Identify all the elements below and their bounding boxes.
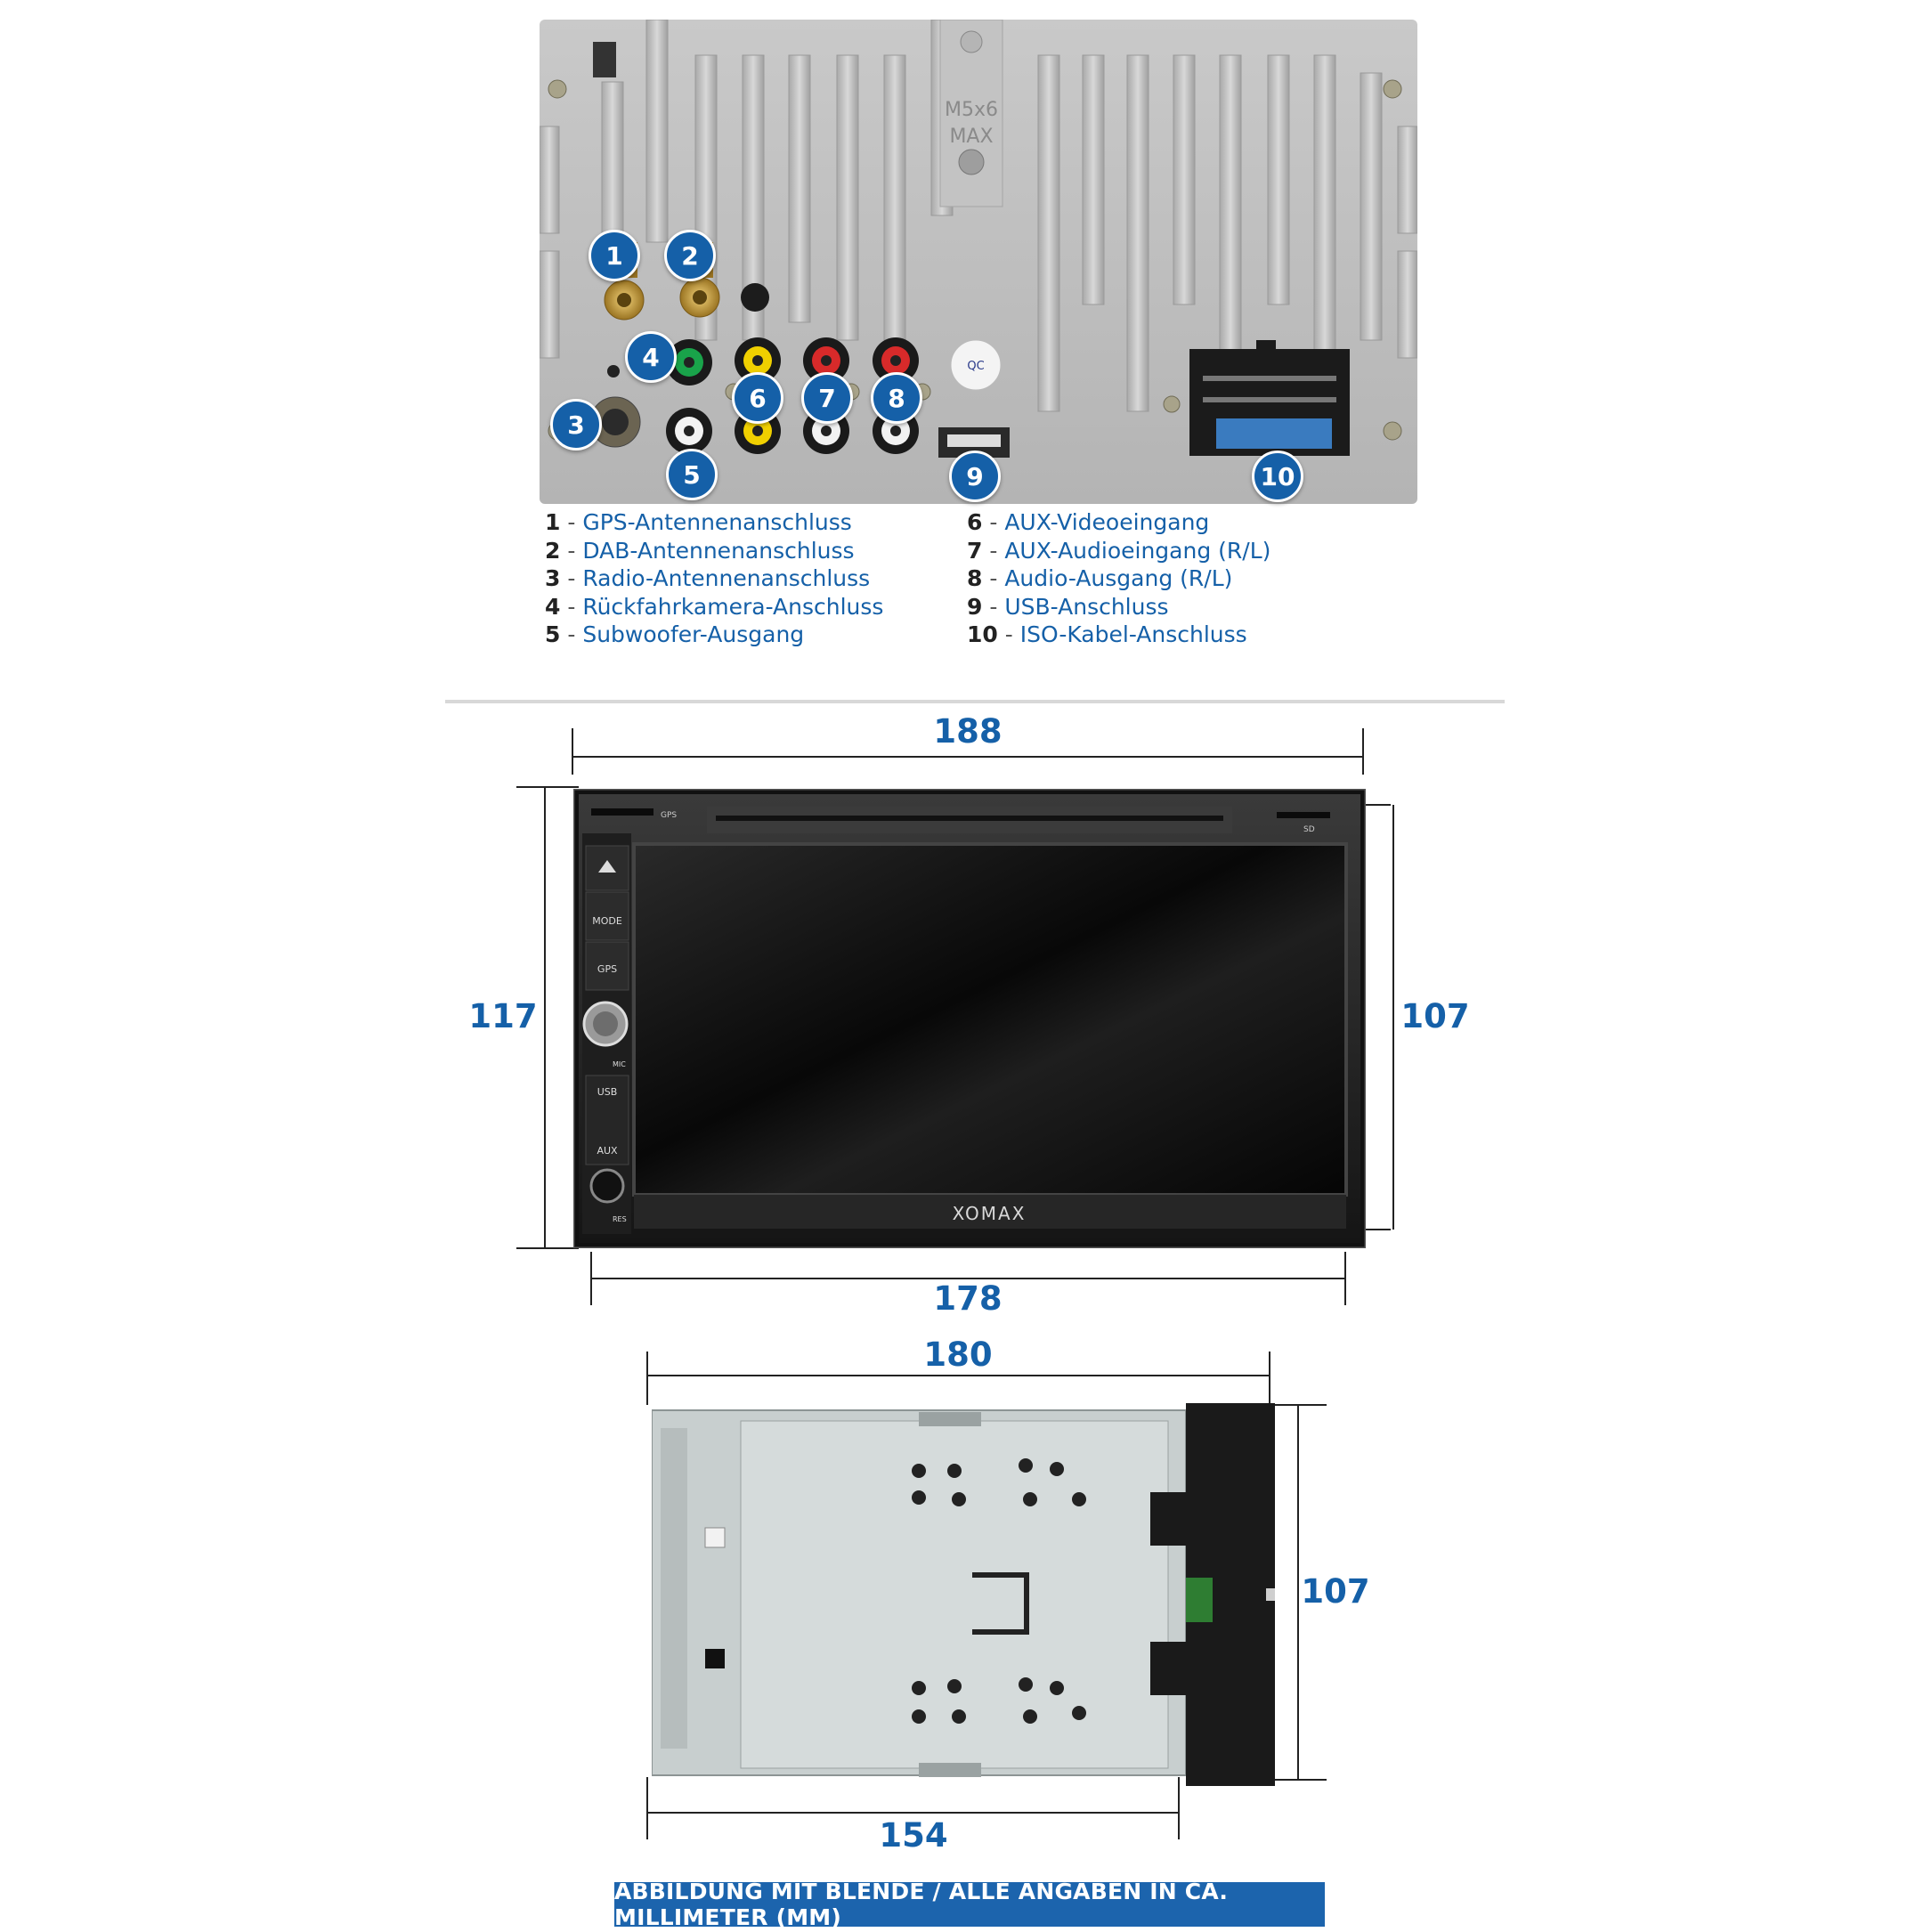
section-divider [445,700,1505,703]
legend-item: 5 - Subwoofer-Ausgang [545,621,805,647]
legend-item: 9 - USB-Anschluss [967,593,1169,620]
dim-side-bottom-width: 154 [879,1816,948,1855]
legend-item: 6 - AUX-Videoeingang [967,509,1210,535]
legend-item: 7 - AUX-Audioeingang (R/L) [967,537,1271,564]
legend-item: 3 - Radio-Antennenanschluss [545,565,871,591]
badge-8: 8 [871,372,922,424]
badge-10: 10 [1252,451,1303,502]
badge-7: 7 [801,372,853,424]
legend-left: 1 - GPS-Antennenanschluss 2 - DAB-Antenn… [545,508,883,649]
dim-front-top-width: 188 [933,712,1003,751]
mic-label: MIC [613,1060,626,1068]
usb-port-label: USB [597,1086,618,1098]
screw-spec-line2: MAX [949,126,993,148]
front-panel-photo: GPS SD XOMAX MODE GPS MIC USB AUX RES [572,787,1368,1250]
badge-3: 3 [550,399,602,451]
side-view-illustration [651,1403,1279,1786]
badge-5: 5 [666,449,718,500]
badge-2: 2 [664,230,716,281]
front-panel-illustration: GPS SD XOMAX MODE GPS MIC USB AUX RES [572,787,1368,1250]
gps-slot-label: GPS [661,811,677,820]
sd-slot-label: SD [1303,825,1315,834]
brand-logo: XOMAX [953,1203,1027,1224]
dim-front-left-height: 117 [468,997,538,1035]
badge-9: 9 [949,451,1001,502]
side-view-photo [651,1403,1279,1786]
dim-front-bottom-width: 178 [933,1279,1003,1318]
legend-right: 6 - AUX-Videoeingang 7 - AUX-Audioeingan… [967,508,1270,649]
gps-button-label: GPS [597,963,617,975]
legend-item: 2 - DAB-Antennenanschluss [545,537,855,564]
dim-side-top-width: 180 [923,1335,993,1374]
badge-4: 4 [625,331,677,383]
badge-6: 6 [732,372,783,424]
legend-item: 10 - ISO-Kabel-Anschluss [967,621,1247,647]
footer-caption: ABBILDUNG MIT BLENDE / ALLE ANGABEN IN C… [614,1879,1325,1930]
dim-side-right-height: 107 [1301,1572,1370,1611]
mode-button-label: MODE [592,915,622,927]
badge-1: 1 [589,230,640,281]
rear-panel-photo: M5x6 MAX [539,19,1418,504]
screw-spec-line1: M5x6 [945,99,998,121]
svg-text:QC: QC [967,360,984,373]
res-label: RES [613,1215,627,1223]
aux-port-label: AUX [597,1145,618,1157]
legend-item: 4 - Rückfahrkamera-Anschluss [545,593,884,620]
dim-front-right-height: 107 [1400,997,1470,1035]
legend-item: 8 - Audio-Ausgang (R/L) [967,565,1233,591]
legend-item: 1 - GPS-Antennenanschluss [545,509,852,535]
